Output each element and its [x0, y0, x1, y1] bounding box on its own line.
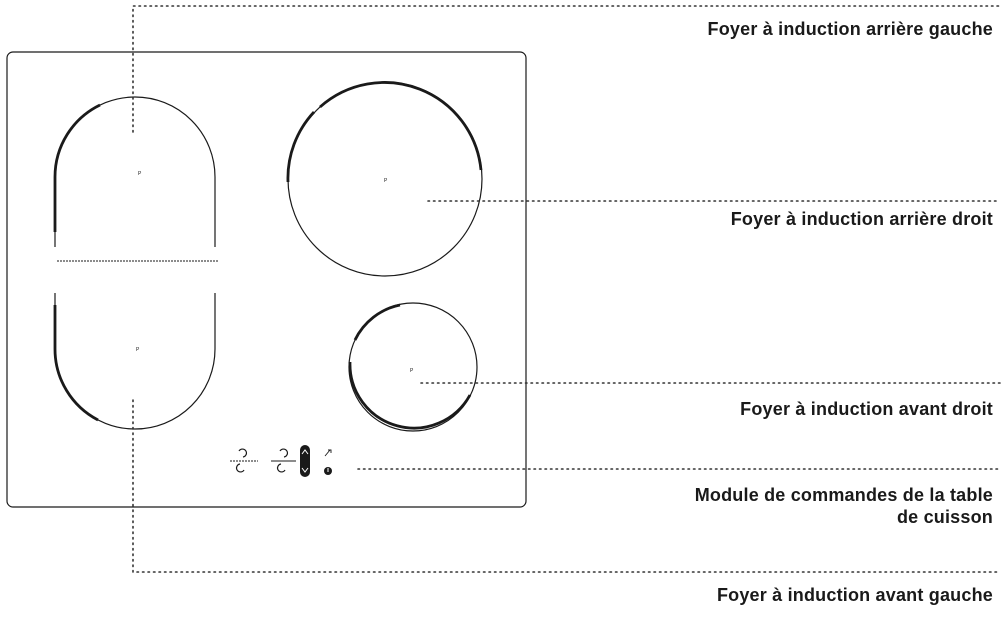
rear-left-zone-thick-arc: [53, 103, 101, 232]
right-zone-selector-icon: [277, 448, 288, 473]
rear-right-zone-mark: P: [384, 178, 388, 184]
label-front-left-zone: Foyer à induction avant gauche: [716, 585, 993, 605]
leader-line-rear-left: [132, 5, 1001, 133]
left-zone-selector-icon: [236, 448, 247, 473]
front-right-zone-thick-arc: [348, 361, 472, 430]
label-rear-left-zone: Foyer à induction arrière gauche: [707, 19, 993, 39]
rear-right-zone-thick-arc: [319, 81, 483, 171]
front-left-zone-mark: P: [136, 347, 140, 353]
cooktop-outline: [6, 51, 527, 508]
front-right-zone-mark: P: [410, 368, 414, 374]
front-left-zone-outline: [54, 293, 216, 430]
slider-down-icon: [301, 467, 309, 473]
rear-right-zone-thick-arc-2: [286, 111, 316, 183]
front-right-zone-thick-arc-2: [353, 303, 401, 341]
lock-icon: [324, 449, 332, 457]
label-control-module: Module de commandes de la table de cuiss…: [694, 485, 993, 527]
label-front-right-zone: Foyer à induction avant droit: [740, 399, 993, 419]
control-module: [230, 445, 332, 477]
label-rear-right-zone: Foyer à induction arrière droit: [730, 209, 993, 229]
rear-left-zone-mark: P: [138, 171, 142, 177]
leader-line-front-left: [132, 399, 1001, 573]
leader-lines: [132, 5, 1001, 573]
slider-up-icon: [301, 449, 309, 455]
front-left-zone-thick-arc: [53, 305, 99, 422]
